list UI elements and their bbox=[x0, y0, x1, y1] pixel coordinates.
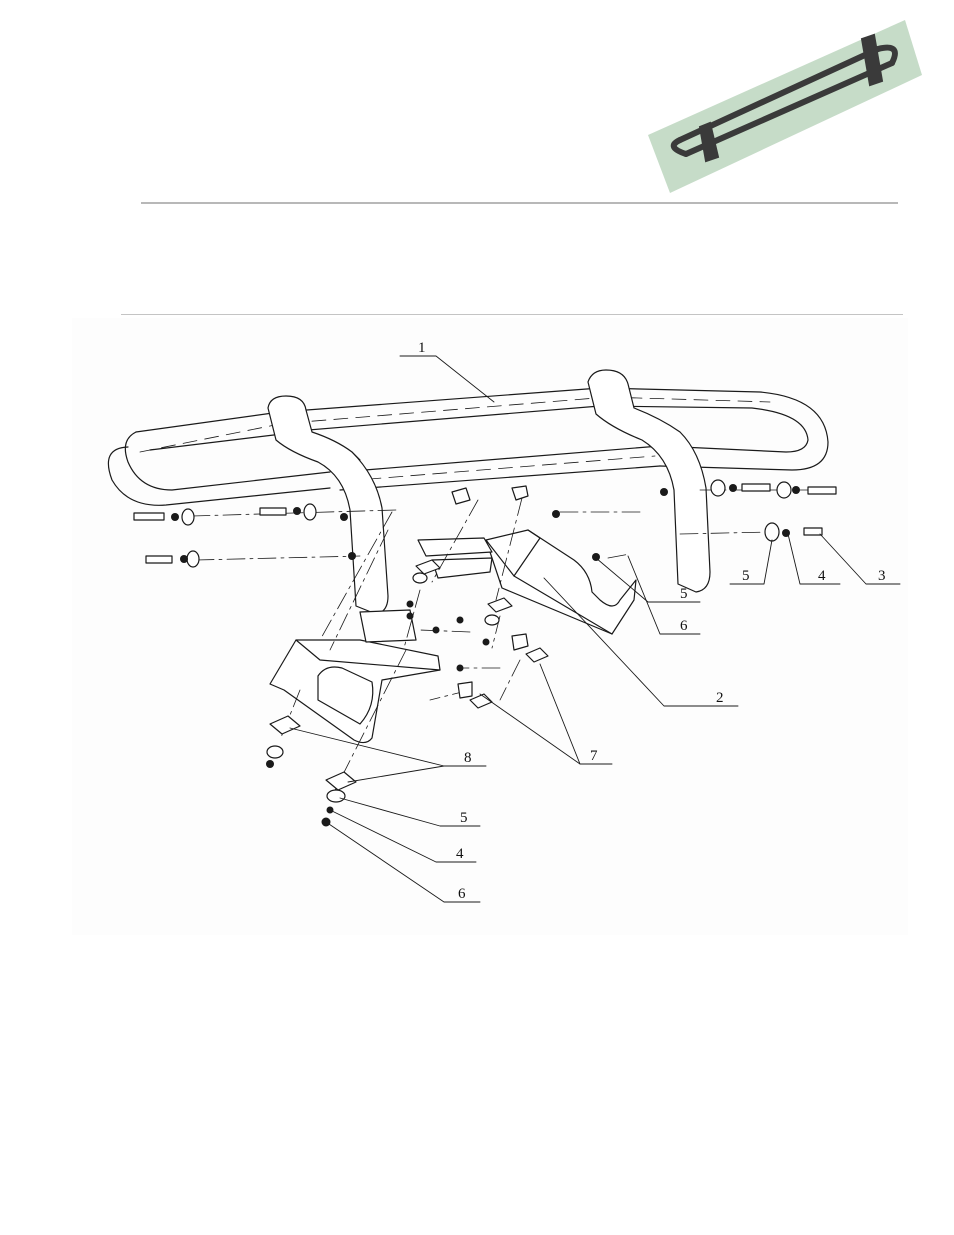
callout-part-4-right: 4 bbox=[818, 568, 826, 584]
callout-part-1: 1 bbox=[418, 340, 426, 356]
bolt-set bbox=[134, 484, 836, 698]
callout-part-6-mid: 6 bbox=[680, 618, 688, 634]
bumper-photo-icon bbox=[640, 15, 930, 195]
bumper-bracket-right bbox=[588, 370, 710, 592]
callout-part-5-right: 5 bbox=[742, 568, 750, 584]
exploded-assembly-diagram: 1 2 3 4 5 5 6 7 8 5 4 6 bbox=[72, 318, 908, 935]
mounting-plate-right bbox=[418, 530, 636, 634]
callout-part-6-low: 6 bbox=[458, 886, 466, 902]
exploded-view-svg: 1 2 3 4 5 5 6 7 8 5 4 6 bbox=[72, 318, 908, 935]
callout-part-8: 8 bbox=[464, 750, 472, 766]
callout-part-7: 7 bbox=[590, 748, 598, 764]
callout-part-3: 3 bbox=[878, 568, 886, 584]
callout-part-5-mid: 5 bbox=[680, 586, 688, 602]
callout-part-5-low: 5 bbox=[460, 810, 468, 826]
header-rule-middle bbox=[121, 314, 903, 315]
header-rule-top bbox=[141, 202, 898, 204]
callout-part-4-low: 4 bbox=[456, 846, 464, 862]
callout-part-2: 2 bbox=[716, 690, 724, 706]
